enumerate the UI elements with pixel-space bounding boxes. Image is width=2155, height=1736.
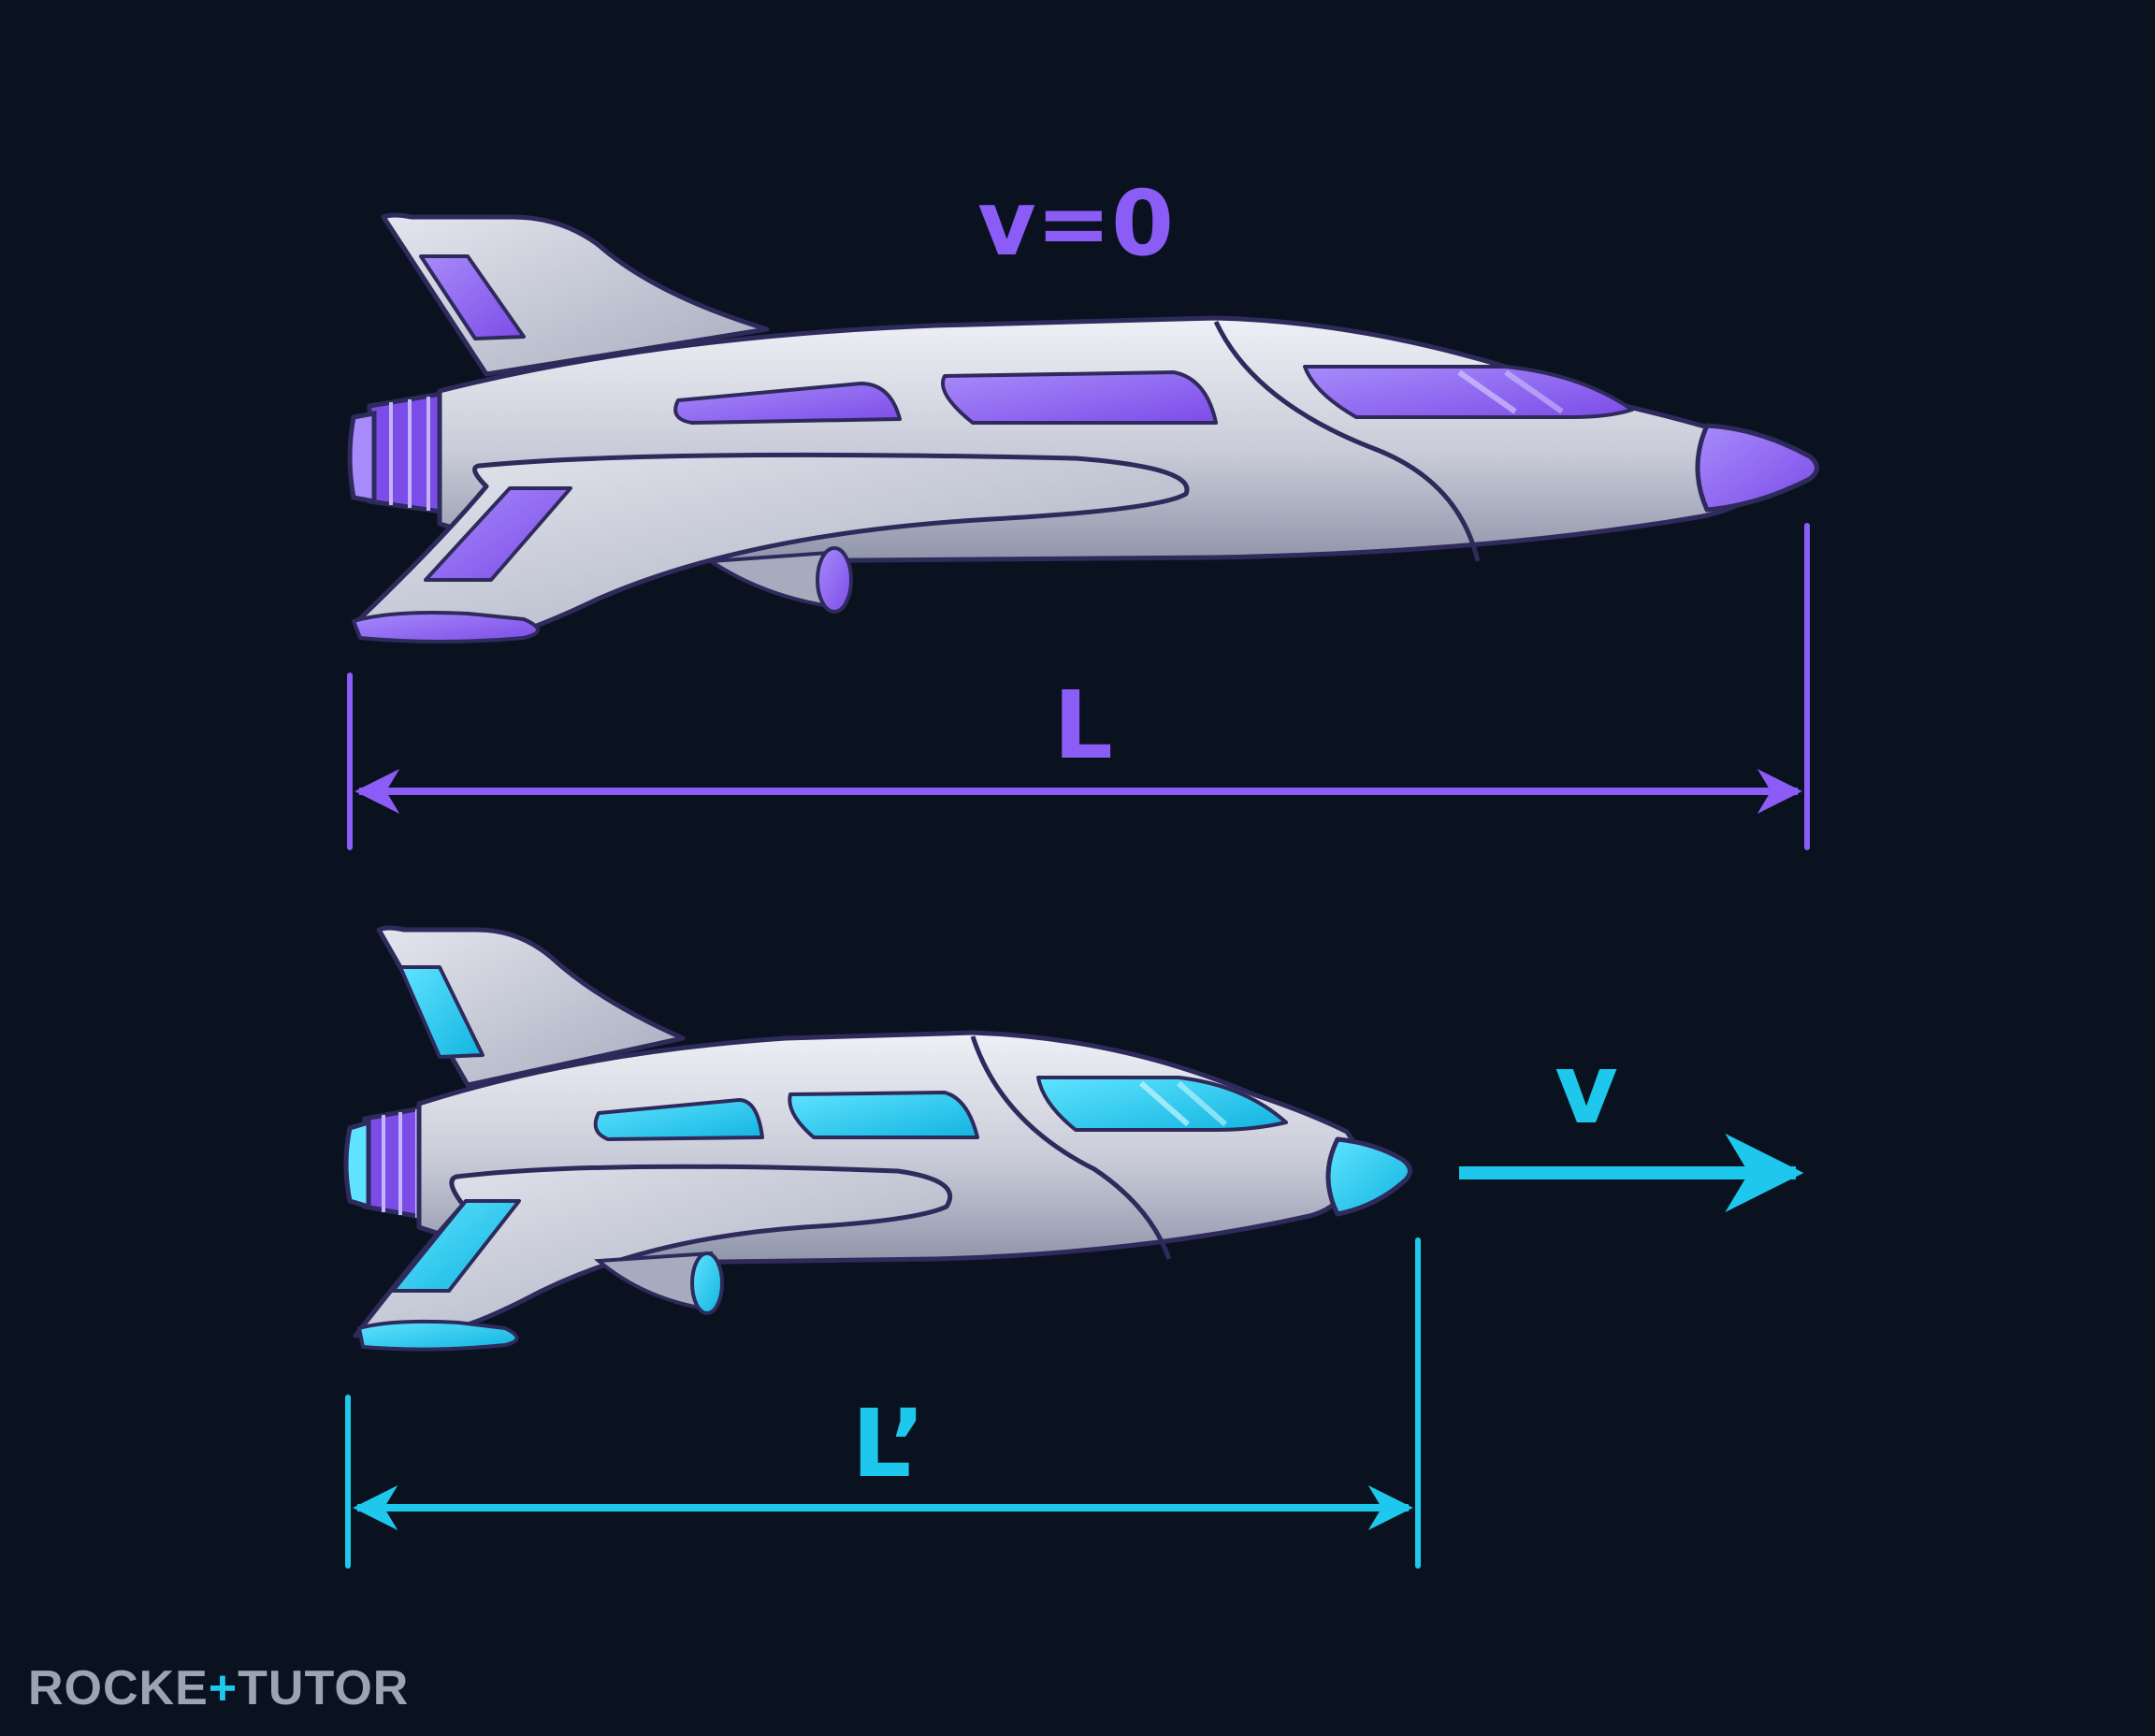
rest-ship-engine: [347, 390, 450, 515]
moving-ship-length-label: L’: [852, 1389, 926, 1498]
moving-ship-wing-stripe: [391, 1199, 521, 1293]
rest-ship-cockpit-window: [1303, 365, 1634, 419]
logo-text-part2: TUTO: [238, 1661, 373, 1715]
rest-ship-cockpit-line: [1213, 320, 1481, 562]
rest-ship-wing-stripe: [424, 486, 572, 582]
rest-ship-wing-tip: [352, 611, 540, 644]
moving-ship: [343, 925, 1412, 1352]
rest-ship-nose-cone: [1695, 423, 1819, 513]
rocket-tutor-logo: ROCKE+TUTOR: [28, 1661, 409, 1715]
rest-ship-velocity-label: v=0: [977, 171, 1174, 276]
rest-ship-window-2: [941, 370, 1218, 425]
moving-ship-velocity-indicator: v: [1459, 1032, 1804, 1212]
moving-ship-belly-pod: [593, 1251, 724, 1315]
moving-ship-wing-tip: [357, 1319, 519, 1352]
moving-ship-cockpit-line: [970, 1035, 1172, 1260]
logo-text-part3: R: [373, 1661, 410, 1715]
moving-ship-engine: [343, 1104, 428, 1222]
svg-text:ROCKE+TUTOR: ROCKE+TUTOR: [28, 1661, 409, 1715]
rest-ship-length-dimension: L: [347, 523, 1810, 850]
rest-ship-wing: [353, 452, 1190, 637]
moving-ship-tail-fin-stripe: [398, 965, 485, 1059]
rest-ship-belly-pod: [705, 546, 853, 614]
moving-ship-nose-cone: [1325, 1136, 1412, 1217]
moving-ship-window-1: [593, 1098, 764, 1141]
rest-ship-tail-fin-stripe: [419, 254, 526, 340]
logo-text-part1: ROCKE: [28, 1661, 209, 1715]
moving-ship-velocity-label: v: [1555, 1032, 1618, 1146]
moving-ship-window-2: [788, 1091, 979, 1139]
rest-ship-window-1: [673, 382, 902, 425]
logo-plus: +: [209, 1661, 238, 1715]
rest-ship-length-label: L: [1053, 671, 1113, 780]
moving-ship-length-dimension: L’: [345, 1237, 1421, 1569]
rest-ship: [347, 212, 1819, 644]
